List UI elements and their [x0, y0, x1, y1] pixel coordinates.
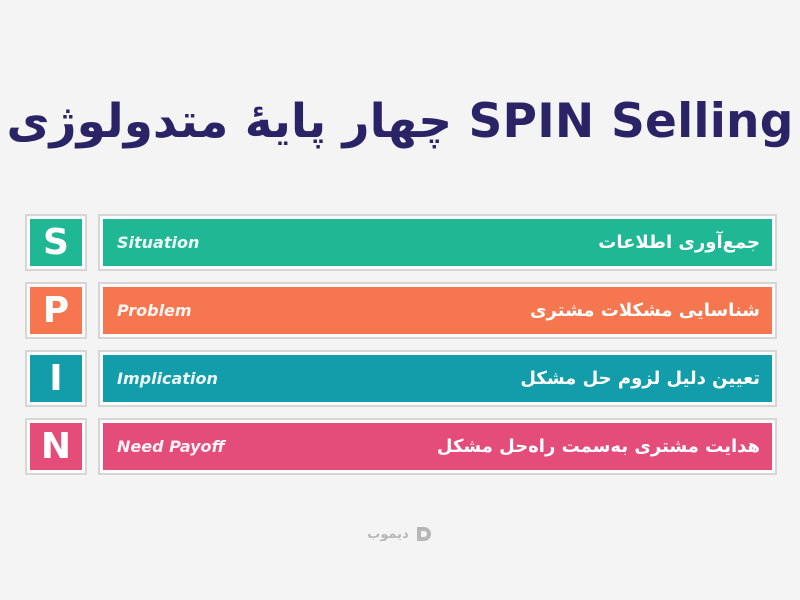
row-situation: S Situation جمع‌آوری اطلاعات — [25, 214, 777, 271]
letter-tile-p: P — [30, 287, 82, 334]
letter-tile-n: N — [30, 423, 82, 470]
bar-situation: Situation جمع‌آوری اطلاعات — [103, 219, 772, 266]
row-implication: I Implication تعیین دلیل لزوم حل مشکل — [25, 350, 777, 407]
spin-rows: S Situation جمع‌آوری اطلاعات P Problem ش… — [25, 214, 777, 486]
bar-frame-need-payoff: Need Payoff هدایت مشتری به‌سمت راه‌حل مش… — [98, 418, 777, 475]
page-title: چهار پایهٔ متدولوژی SPIN Selling — [6, 94, 794, 149]
bar-persian-label: شناسایی مشکلات مشتری — [530, 300, 760, 321]
letter-box-i: I — [25, 350, 87, 407]
bar-problem: Problem شناسایی مشکلات مشتری — [103, 287, 772, 334]
letter-box-n: N — [25, 418, 87, 475]
bar-persian-label: تعیین دلیل لزوم حل مشکل — [520, 368, 760, 389]
letter-tile-s: S — [30, 219, 82, 266]
bar-english-label: Problem — [117, 301, 192, 320]
row-problem: P Problem شناسایی مشکلات مشتری — [25, 282, 777, 339]
bar-need-payoff: Need Payoff هدایت مشتری به‌سمت راه‌حل مش… — [103, 423, 772, 470]
letter-box-s: S — [25, 214, 87, 271]
bar-persian-label: جمع‌آوری اطلاعات — [598, 232, 760, 253]
bar-persian-label: هدایت مشتری به‌سمت راه‌حل مشکل — [436, 436, 760, 457]
bar-english-label: Implication — [117, 369, 218, 388]
bar-english-label: Need Payoff — [117, 437, 225, 456]
letter-box-p: P — [25, 282, 87, 339]
brand-logo: دیموب — [0, 526, 800, 542]
bar-frame-situation: Situation جمع‌آوری اطلاعات — [98, 214, 777, 271]
bar-english-label: Situation — [117, 233, 200, 252]
bar-frame-implication: Implication تعیین دلیل لزوم حل مشکل — [98, 350, 777, 407]
d-logo-icon — [415, 526, 433, 542]
brand-logo-text: دیموب — [367, 526, 409, 542]
bar-implication: Implication تعیین دلیل لزوم حل مشکل — [103, 355, 772, 402]
row-need-payoff: N Need Payoff هدایت مشتری به‌سمت راه‌حل … — [25, 418, 777, 475]
letter-tile-i: I — [30, 355, 82, 402]
bar-frame-problem: Problem شناسایی مشکلات مشتری — [98, 282, 777, 339]
